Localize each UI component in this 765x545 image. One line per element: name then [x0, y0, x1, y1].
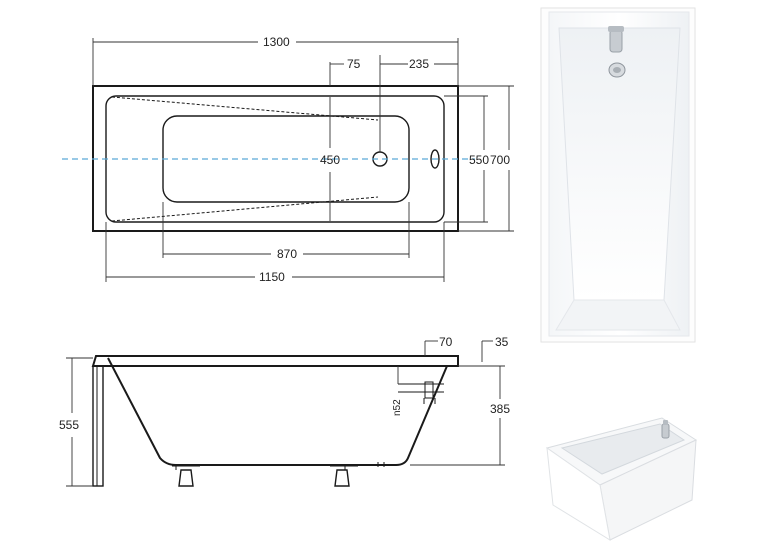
top-view: 1300 75 235 450 550 700 870	[62, 35, 514, 284]
dim-bottom-width: 450	[320, 153, 340, 167]
dim-total-height: 555	[59, 418, 79, 432]
dim-drain-diameter: n52	[392, 399, 403, 416]
dim-inner-depth: 385	[490, 402, 510, 416]
photo-perspective-view	[545, 417, 698, 542]
dim-total-length: 1300	[263, 35, 290, 49]
dim-overflow-offset: 235	[409, 57, 429, 71]
photo-top-view	[540, 7, 696, 343]
side-view-tub-body	[107, 357, 448, 466]
top-view-backrest-line-top	[111, 96, 379, 121]
side-view-feet	[172, 462, 385, 487]
overflow-icon	[430, 149, 440, 169]
dim-inner-width: 550	[469, 153, 489, 167]
side-view-rim	[91, 355, 459, 367]
dim-drain-offset: 75	[347, 57, 361, 71]
dim-inner-length: 1150	[259, 270, 285, 284]
dim-bottom-length: 870	[277, 247, 297, 261]
side-view-front-panel	[92, 365, 104, 487]
overflow-fitting	[398, 381, 444, 404]
top-view-backrest-line-bottom	[111, 196, 379, 222]
dim-rim-width: 70	[439, 335, 453, 349]
side-view: 555 385 70 35 n52	[59, 335, 510, 487]
dim-total-width: 700	[490, 153, 510, 167]
dim-rim-thickness: 35	[495, 335, 509, 349]
